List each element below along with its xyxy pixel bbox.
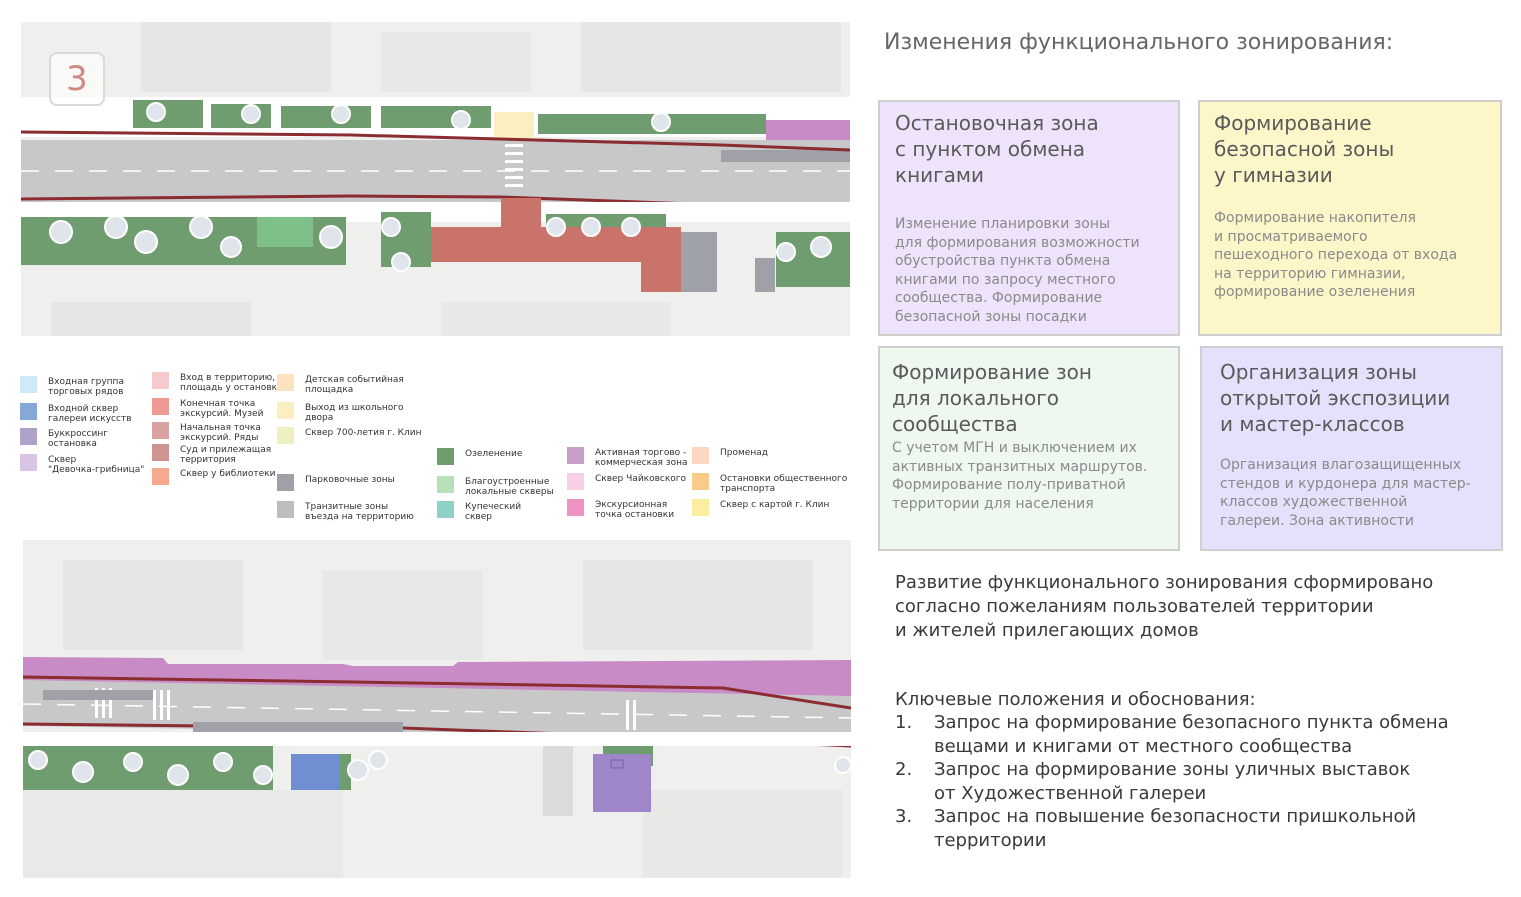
legend-swatch: [277, 374, 294, 391]
key-point-number: 3.: [895, 806, 913, 827]
card-school-safety-zone: Формирование безопасной зоны у гимназии …: [1198, 100, 1502, 336]
legend-label: Купеческий сквер: [465, 502, 522, 522]
legend-swatch: [692, 473, 709, 490]
page-number: 3: [66, 59, 88, 99]
legend-label: Выход из школьного двора: [305, 403, 404, 423]
legend-label: Озеленение: [465, 449, 523, 459]
card-body: Формирование накопителя и просматриваемо…: [1214, 210, 1458, 300]
legend-item: Начальная точка экскурсий. Ряды: [152, 422, 261, 443]
summary-text: Развитие функционального зонирования сфо…: [895, 572, 1434, 641]
legend-swatch: [692, 447, 709, 464]
legend-swatch: [20, 428, 37, 445]
legend-label: Детская событийная площадка: [305, 375, 404, 395]
legend-item: Активная торгово - коммерческая зона: [567, 447, 688, 468]
legend-label: Начальная точка экскурсий. Ряды: [180, 423, 261, 443]
legend-label: Сквер с картой г. Клин: [720, 500, 830, 510]
legend-label: Остановки общественного транспорта: [720, 474, 848, 494]
legend-item: Суд и прилежащая территория: [152, 444, 271, 465]
legend-swatch: [277, 501, 294, 518]
legend-label: Входная группа торговых рядов: [48, 377, 124, 397]
legend-swatch: [567, 447, 584, 464]
card-title: Формирование безопасной зоны у гимназии: [1214, 111, 1395, 187]
card-local-community-zones: Формирование зон для локального сообщест…: [878, 346, 1180, 551]
legend-swatch: [20, 403, 37, 420]
key-points-title: Ключевые положения и обоснования:: [895, 689, 1256, 710]
legend-label: Благоустроенные локальные скверы: [465, 477, 554, 497]
key-point-number: 1.: [895, 712, 913, 733]
legend-item: Выход из школьного двора: [277, 402, 404, 423]
legend-swatch: [277, 402, 294, 419]
legend-item: Сквер у библиотеки: [152, 468, 275, 485]
legend-label: Вход в территорию, площадь у остановки: [180, 373, 283, 393]
legend-label: Буккроссинг остановка: [48, 429, 108, 449]
legend-swatch: [20, 376, 37, 393]
legend-swatch: [152, 422, 169, 439]
card-title: Остановочная зона с пунктом обмена книга…: [895, 111, 1099, 187]
key-point-text: Запрос на формирование безопасного пункт…: [934, 712, 1449, 757]
legend-label: Сквер Чайковского: [595, 474, 687, 484]
legend-label: Экскурсионная точка остановки: [595, 500, 675, 520]
legend-swatch: [152, 444, 169, 461]
legend-swatch: [437, 501, 454, 518]
legend-label: Суд и прилежащая территория: [180, 445, 272, 465]
legend-label: Парковочные зоны: [305, 475, 395, 485]
bottom-site-plan: [23, 540, 851, 878]
legend-swatch: [692, 499, 709, 516]
legend-item: Купеческий сквер: [437, 501, 521, 522]
key-point-number: 2.: [895, 759, 913, 780]
legend-item: Входная группа торговых рядов: [20, 376, 124, 397]
legend-item: Транзитные зоны въезда на территорию: [277, 501, 414, 522]
card-title: Организация зоны открытой экспозиции и м…: [1220, 360, 1451, 436]
legend-item: Буккроссинг остановка: [20, 428, 108, 449]
legend-item: Озеленение: [437, 448, 522, 465]
page-number-badge: 3: [49, 52, 105, 106]
page-heading: Изменения функционального зонирования:: [884, 30, 1394, 55]
legend-label: Сквер у библиотеки: [180, 469, 276, 479]
legend-swatch: [567, 473, 584, 490]
legend-label: Сквер "Девочка-грибница": [48, 455, 145, 475]
legend-item: Остановки общественного транспорта: [692, 473, 847, 494]
legend-swatch: [277, 474, 294, 491]
legend-item: Экскурсионная точка остановки: [567, 499, 674, 520]
legend-item: Променад: [692, 447, 768, 464]
legend-label: Входной сквер галереи искусств: [48, 404, 132, 424]
key-point-text: Запрос на повышение безопасности пришкол…: [934, 806, 1417, 851]
legend-item: Вход в территорию, площадь у остановки: [152, 372, 283, 393]
legend-item: Сквер с картой г. Клин: [692, 499, 829, 516]
legend-item: Сквер Чайковского: [567, 473, 686, 490]
legend-swatch: [152, 468, 169, 485]
card-body: Организация влагозащищенных стендов и ку…: [1220, 457, 1471, 529]
legend-swatch: [152, 398, 169, 415]
legend-label: Променад: [720, 448, 768, 458]
legend-item: Детская событийная площадка: [277, 374, 404, 395]
card-open-exposition-zone: Организация зоны открытой экспозиции и м…: [1200, 346, 1503, 551]
top-site-plan: 3: [21, 22, 850, 336]
legend-swatch: [152, 372, 169, 389]
legend-item: Конечная точка экскурсий. Музей: [152, 398, 263, 419]
legend-label: Транзитные зоны въезда на территорию: [305, 502, 414, 522]
legend-item: Парковочные зоны: [277, 474, 395, 491]
legend-swatch: [277, 427, 294, 444]
legend-swatch: [437, 448, 454, 465]
legend-label: Конечная точка экскурсий. Музей: [180, 399, 264, 419]
legend-item: Благоустроенные локальные скверы: [437, 476, 554, 497]
legend-item: Сквер "Девочка-грибница": [20, 454, 144, 475]
legend-item: Входной сквер галереи искусств: [20, 403, 132, 424]
legend-label: Сквер 700-летия г. Клин: [305, 428, 422, 438]
legend-swatch: [437, 476, 454, 493]
card-body: Изменение планировки зоны для формирован…: [895, 216, 1140, 325]
card-book-exchange-stop: Остановочная зона с пунктом обмена книга…: [878, 100, 1180, 336]
legend-label: Активная торгово - коммерческая зона: [595, 448, 688, 468]
card-body: С учетом МГН и выключением их активных т…: [892, 440, 1148, 512]
legend-swatch: [567, 499, 584, 516]
legend-swatch: [20, 454, 37, 471]
key-point-text: Запрос на формирование зоны уличных выст…: [934, 759, 1411, 804]
legend-item: Сквер 700-летия г. Клин: [277, 427, 422, 444]
card-title: Формирование зон для локального сообщест…: [892, 360, 1092, 436]
